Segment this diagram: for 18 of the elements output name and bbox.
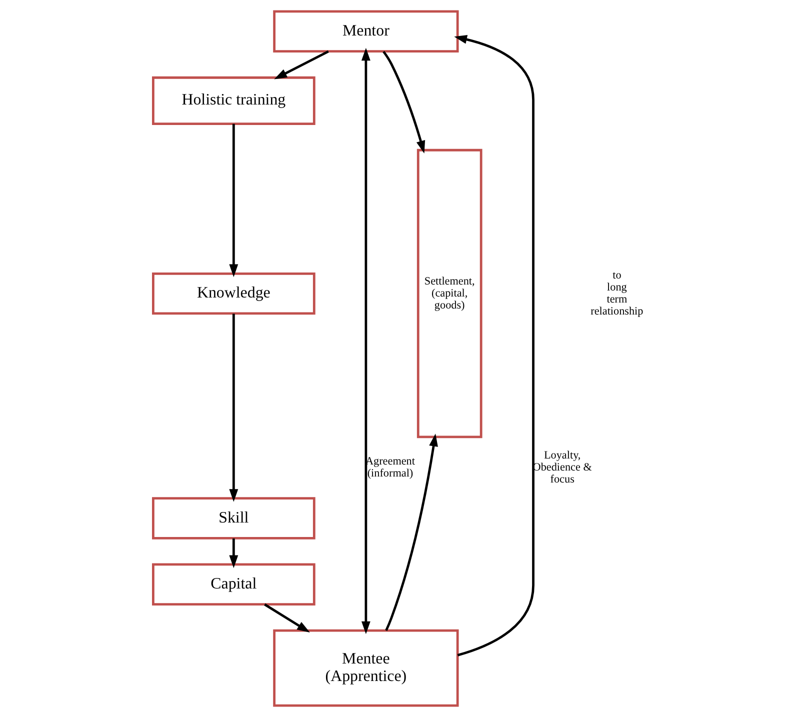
arrow [361,48,370,634]
node-box: Holistic training [152,76,316,126]
node-box: Capital [152,563,316,606]
arrow [229,538,238,568]
arrow [229,314,238,502]
node-box: Mentee (Apprentice) [273,629,459,707]
arrow [454,35,534,656]
arrow [264,603,310,632]
arrow [274,50,329,80]
edge-label: Agreement (informal) [365,456,415,480]
arrow [385,434,438,631]
node-box: Settlement, (capital, goods) [416,148,482,438]
node-box: Knowledge [152,272,316,315]
label: to long term relationship [590,270,644,318]
node-box: Skill [152,497,316,540]
arrow [229,124,238,278]
node-box: Mentor [273,10,459,53]
arrow [382,50,426,154]
